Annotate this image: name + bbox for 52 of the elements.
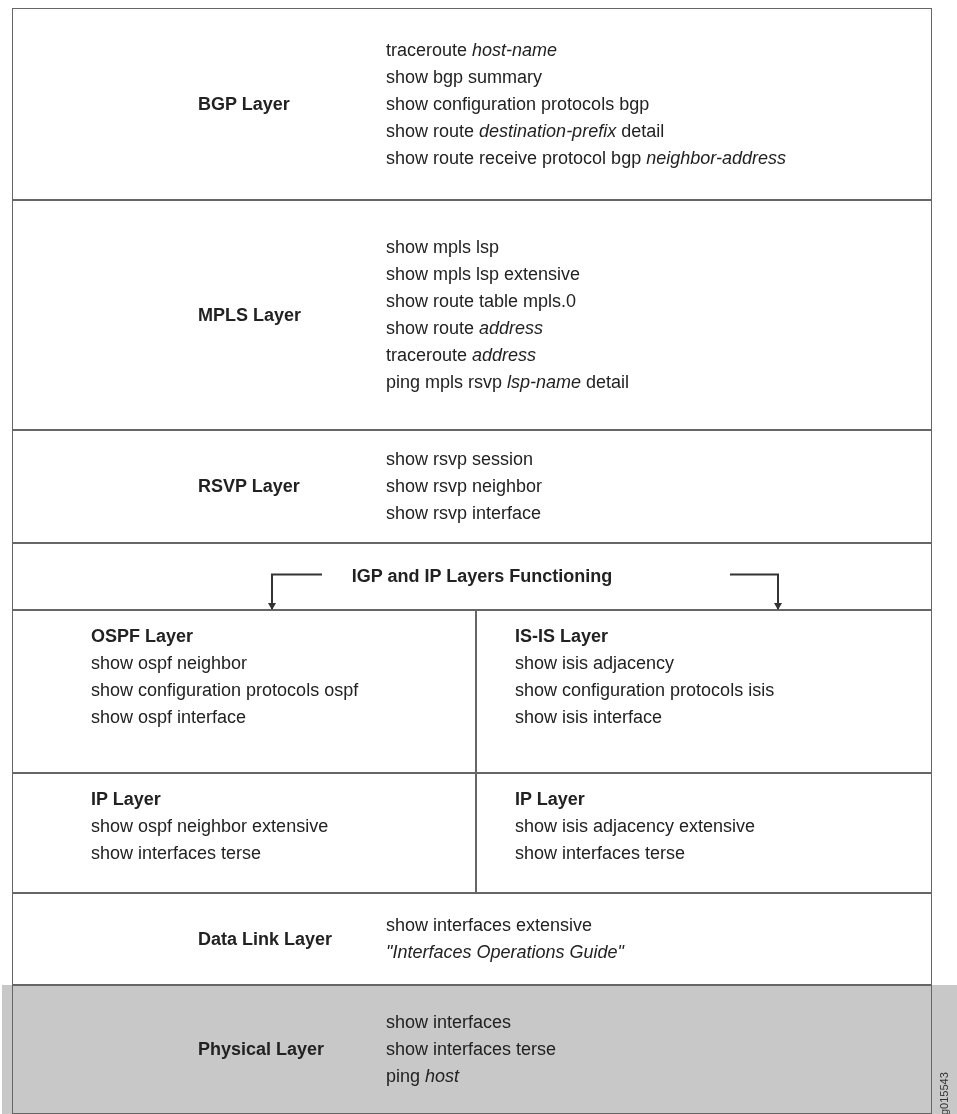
- layer-band: [12, 543, 932, 610]
- layer-heading: Data Link Layer: [198, 927, 333, 951]
- layer-heading: MPLS Layer: [198, 303, 302, 327]
- command-text: ping mpls rsvp lsp-name detail: [386, 371, 630, 394]
- command-text: show ospf neighbor extensive: [91, 815, 330, 838]
- layer-row: [12, 893, 932, 985]
- command-text: show route table mpls.0: [386, 290, 578, 313]
- command-text: show interfaces terse: [91, 842, 263, 865]
- command-text: show configuration protocols ospf: [91, 679, 360, 702]
- command-text: show route receive protocol bgp neighbor-address: [386, 146, 786, 170]
- command-text: show rsvp interface: [386, 502, 543, 525]
- command-text: show isis interface: [515, 706, 664, 729]
- command-text: show isis adjacency: [515, 652, 676, 675]
- command-text: show configuration protocols bgp: [386, 92, 651, 116]
- layer-heading: IGP and IP Layers Functioning: [351, 565, 613, 588]
- layer-heading: OSPF Layer: [91, 625, 195, 648]
- layer-heading: RSVP Layer: [198, 475, 300, 498]
- layer-heading: IS-IS Layer: [515, 625, 610, 648]
- command-text: show mpls lsp: [386, 236, 501, 259]
- command-text: show interfaces terse: [515, 842, 687, 865]
- command-text: show isis adjacency extensive: [515, 815, 757, 838]
- layer-row: [476, 610, 932, 773]
- command-text: show ospf neighbor: [91, 652, 249, 675]
- layer-row: [12, 430, 932, 543]
- command-text: traceroute host-name: [386, 38, 559, 62]
- command-text: show interfaces: [386, 1011, 513, 1034]
- command-text: show interfaces terse: [386, 1038, 557, 1061]
- layer-row: [476, 773, 932, 893]
- layer-row: [12, 610, 476, 773]
- layer-heading: IP Layer: [515, 788, 586, 811]
- command-text: ping host: [386, 1065, 461, 1088]
- layer-heading: IP Layer: [91, 788, 162, 811]
- command-text: show bgp summary: [386, 65, 544, 89]
- command-text: show mpls lsp extensive: [386, 263, 582, 286]
- layer-row: [12, 200, 932, 430]
- command-text: show route address: [386, 317, 545, 340]
- layer-row: [12, 8, 932, 200]
- command-text: show interfaces extensive: [386, 914, 594, 937]
- command-text: show configuration protocols isis: [515, 679, 776, 702]
- command-text: show rsvp neighbor: [386, 475, 543, 498]
- layer-row: [12, 985, 932, 1114]
- command-text: "Interfaces Operations Guide": [386, 941, 624, 964]
- layer-heading: BGP Layer: [198, 92, 290, 116]
- command-text: traceroute address: [386, 344, 538, 367]
- arrow: [268, 573, 323, 610]
- layer-heading: Physical Layer: [198, 1038, 325, 1061]
- arrow: [729, 573, 782, 610]
- command-text: show route destination-prefix detail: [386, 119, 666, 143]
- layer-row: [12, 773, 476, 893]
- command-text: show ospf interface: [91, 706, 248, 729]
- figure-id: g015543: [937, 1072, 951, 1114]
- command-text: show rsvp session: [386, 448, 535, 471]
